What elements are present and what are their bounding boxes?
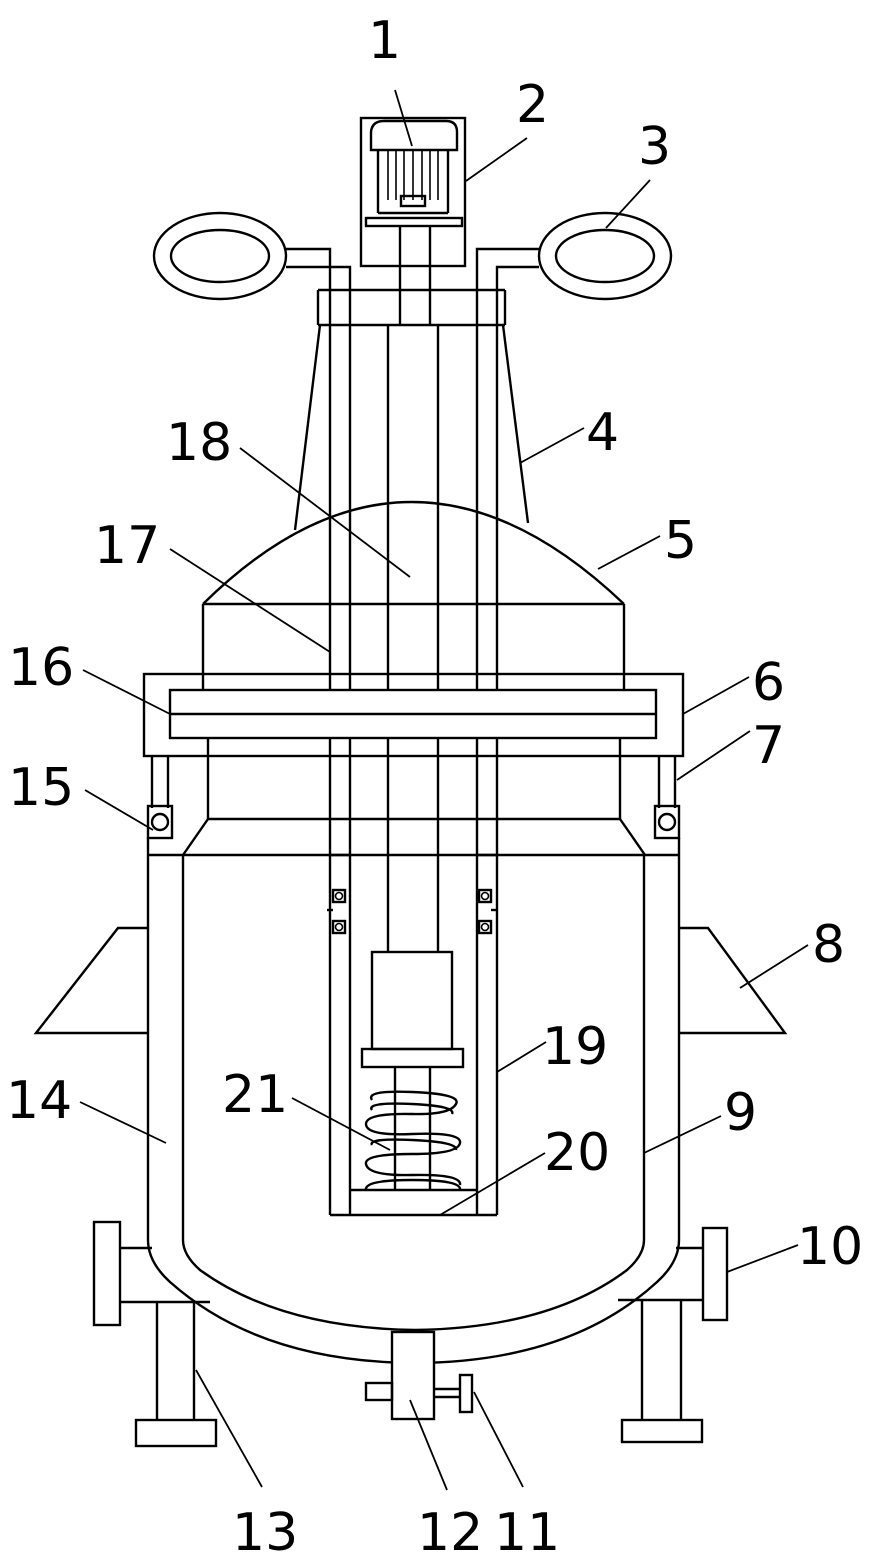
label-5: 5 bbox=[664, 511, 697, 571]
stirring-tube bbox=[328, 855, 499, 1217]
label-18: 18 bbox=[166, 413, 232, 473]
flanges bbox=[92, 1220, 729, 1327]
label-17: 17 bbox=[94, 516, 160, 576]
motor-housing bbox=[359, 116, 467, 268]
lid-body bbox=[182, 738, 646, 856]
label-14: 14 bbox=[6, 1071, 72, 1131]
dome-lid bbox=[201, 500, 626, 690]
label-13: 13 bbox=[232, 1503, 298, 1561]
label-4: 4 bbox=[586, 403, 619, 463]
label-11: 11 bbox=[494, 1503, 560, 1561]
label-6: 6 bbox=[752, 653, 785, 713]
label-8: 8 bbox=[812, 915, 845, 975]
spring bbox=[364, 1090, 462, 1191]
label-19: 19 bbox=[542, 1017, 608, 1077]
label-12: 12 bbox=[417, 1503, 483, 1561]
piston-block bbox=[360, 950, 465, 1190]
label-9: 9 bbox=[724, 1083, 757, 1143]
discharge-valve bbox=[364, 1330, 474, 1421]
tie-rods bbox=[150, 756, 677, 808]
hinges bbox=[146, 804, 681, 840]
legs bbox=[134, 1300, 704, 1448]
tube-clips bbox=[327, 888, 497, 935]
label-16: 16 bbox=[8, 638, 74, 698]
label-20: 20 bbox=[544, 1123, 610, 1183]
handle-left bbox=[152, 211, 352, 857]
label-3: 3 bbox=[638, 117, 671, 177]
clamp-plate bbox=[142, 672, 685, 758]
label-1: 1 bbox=[368, 11, 401, 71]
support-struts bbox=[293, 324, 530, 531]
label-2: 2 bbox=[516, 75, 549, 135]
label-10: 10 bbox=[797, 1217, 863, 1277]
drive-shaft bbox=[386, 226, 440, 952]
label-21: 21 bbox=[222, 1065, 288, 1125]
label-7: 7 bbox=[752, 716, 785, 776]
side-brackets bbox=[33, 926, 788, 1035]
label-15: 15 bbox=[8, 758, 74, 818]
leader-lines bbox=[79, 89, 809, 1491]
